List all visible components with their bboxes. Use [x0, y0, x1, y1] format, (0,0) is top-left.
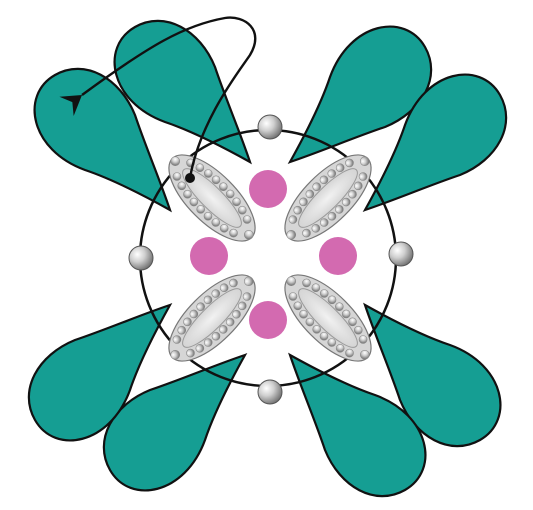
petals-group [29, 21, 506, 496]
edge-bead-1 [258, 115, 282, 139]
center-bead-3 [319, 237, 357, 275]
edge-bead-4 [129, 246, 153, 270]
oval-component-4 [271, 261, 385, 375]
edge-bead-2 [389, 242, 413, 266]
center-bead-4 [249, 301, 287, 339]
thread-start-dot [185, 173, 195, 183]
center-bead-2 [190, 237, 228, 275]
oval-component-2 [271, 141, 385, 255]
edge-bead-3 [258, 380, 282, 404]
center-bead-1 [249, 170, 287, 208]
